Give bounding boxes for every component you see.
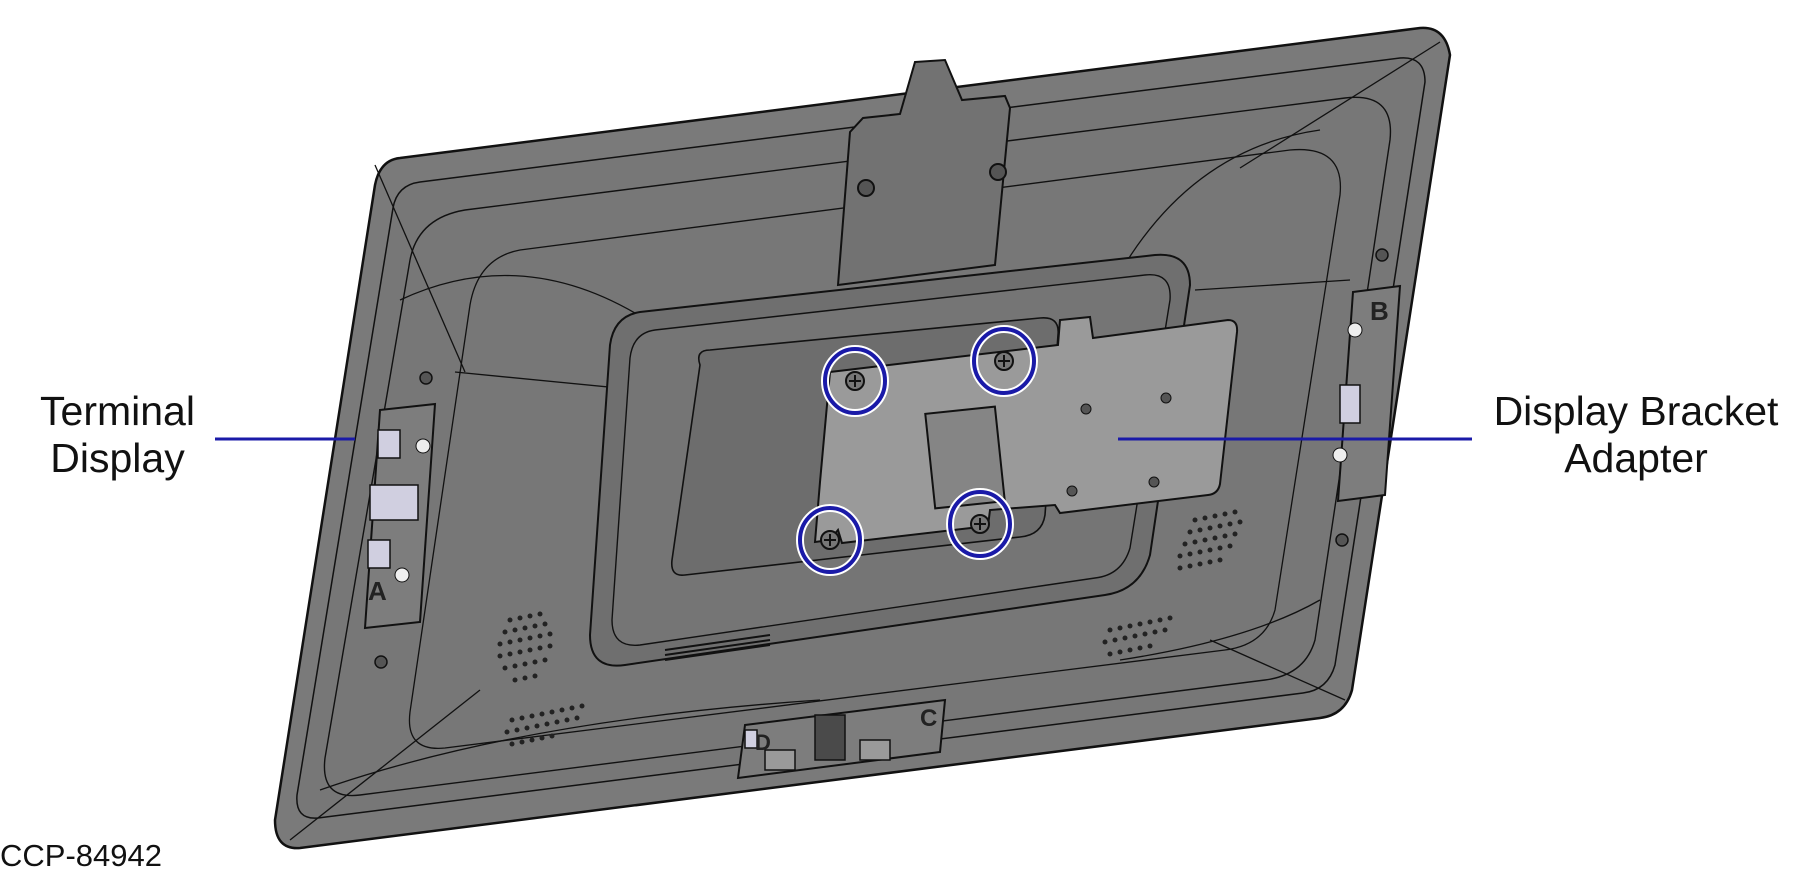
label-display-bracket-adapter-line-1: Display Bracket [1493, 388, 1779, 434]
top-tab [836, 58, 1012, 287]
top-tab-screw-left [857, 179, 875, 197]
connector-letter-d: D [755, 730, 771, 755]
connector-letter-a: A [368, 576, 387, 606]
port-a-hole-2 [394, 567, 410, 583]
speaker-grille-right [1102, 509, 1243, 657]
adapter-hole-1 [1080, 403, 1092, 415]
port-c-2 [764, 749, 796, 771]
port-c-3 [859, 739, 891, 761]
port-b-hole-1 [1347, 322, 1363, 338]
port-a-2 [369, 484, 419, 521]
figure-id: CCP-84942 [0, 838, 162, 873]
adapter-hole-4 [1148, 476, 1160, 488]
highlighted-screw-1 [821, 345, 889, 417]
label-terminal-display-line-1: Terminal [40, 388, 195, 434]
label-terminal-display-line-2: Display [50, 435, 185, 481]
label-display-bracket-adapter: Display Bracket Adapter [1476, 388, 1796, 482]
label-display-bracket-adapter-line-2: Adapter [1564, 435, 1708, 481]
highlighted-screw-4 [946, 488, 1014, 560]
edge-screw-2 [374, 655, 388, 669]
connector-panel-b [1336, 284, 1402, 503]
housing-inner-contour-3 [408, 148, 1342, 749]
label-terminal-display: Terminal Display [30, 388, 205, 482]
highlighted-screw-2 [970, 325, 1038, 397]
port-a-hole-1 [415, 438, 431, 454]
edge-screw-1 [419, 371, 433, 385]
port-c-1 [814, 714, 846, 761]
connector-letter-b: B [1370, 296, 1389, 326]
housing-inner-contour-2 [323, 96, 1392, 797]
edge-screw-4 [1335, 533, 1349, 547]
connector-letter-c: C [920, 705, 937, 732]
port-b-1 [1339, 384, 1361, 424]
adapter-cutout [924, 405, 1006, 510]
vent-slots [664, 634, 771, 661]
edge-screw-3 [1375, 248, 1389, 262]
adapter-hole-2 [1160, 392, 1172, 404]
top-tab-screw-right [989, 163, 1007, 181]
port-c-4 [744, 729, 758, 749]
speaker-grille-left [497, 611, 585, 747]
port-b-hole-2 [1332, 447, 1348, 463]
port-a-3 [367, 539, 391, 569]
adapter-hole-3 [1066, 485, 1078, 497]
port-a-1 [377, 429, 401, 459]
highlighted-screw-3 [796, 504, 864, 576]
